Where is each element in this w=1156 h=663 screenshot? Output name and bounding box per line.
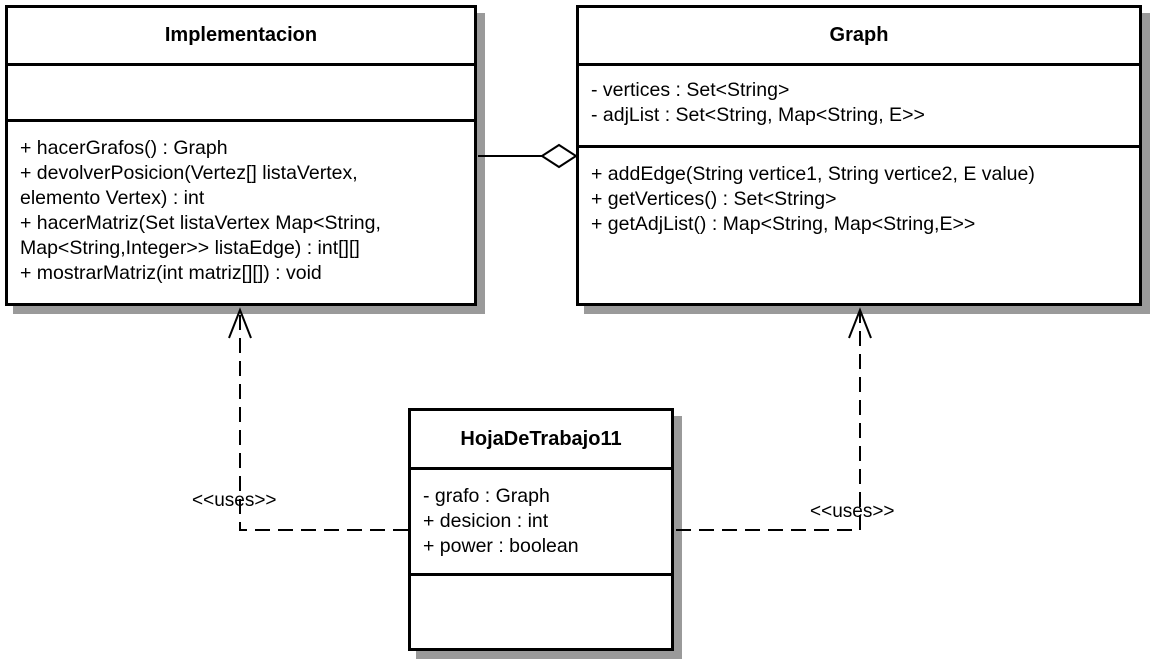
aggregation-diamond-icon bbox=[540, 143, 578, 169]
method: Map<String,Integer>> listaEdge) : int[][… bbox=[20, 237, 360, 259]
uses-label-right: <<uses>> bbox=[810, 501, 895, 522]
class-graph[interactable]: Graph - vertices : Set<String> - adjList… bbox=[576, 5, 1142, 306]
class-name: Implementacion bbox=[8, 8, 474, 66]
methods-section: + addEdge(String vertice1, String vertic… bbox=[579, 148, 1139, 245]
dependency-line-left bbox=[239, 310, 408, 531]
method: + mostrarMatriz(int matriz[][]) : void bbox=[20, 262, 322, 284]
method: + hacerGrafos() : Graph bbox=[20, 137, 228, 159]
method: + getAdjList() : Map<String, Map<String,… bbox=[591, 213, 976, 235]
attributes-section: - grafo : Graph + desicion : int + power… bbox=[411, 470, 671, 576]
class-implementacion[interactable]: Implementacion + hacerGrafos() : Graph +… bbox=[5, 5, 477, 306]
attribute: + desicion : int bbox=[423, 510, 549, 532]
method: + devolverPosicion(Vertez[] listaVertex, bbox=[20, 162, 358, 184]
open-arrow-icon bbox=[228, 307, 252, 339]
attributes-section: - vertices : Set<String> - adjList : Set… bbox=[579, 66, 1139, 148]
open-arrow-icon bbox=[848, 307, 872, 339]
methods-section: + hacerGrafos() : Graph + devolverPosici… bbox=[8, 122, 474, 294]
attribute: - vertices : Set<String> bbox=[591, 79, 790, 101]
uses-label-left: <<uses>> bbox=[192, 490, 277, 511]
attribute: + power : boolean bbox=[423, 535, 579, 557]
dependency-line-right bbox=[676, 310, 861, 531]
attribute: - grafo : Graph bbox=[423, 485, 550, 507]
method: + hacerMatriz(Set listaVertex Map<String… bbox=[20, 212, 381, 234]
attributes-section bbox=[8, 66, 474, 122]
class-name: HojaDeTrabajo11 bbox=[411, 411, 671, 470]
method: + getVertices() : Set<String> bbox=[591, 188, 837, 210]
class-name: Graph bbox=[579, 8, 1139, 66]
class-hojadetrabajo11[interactable]: HojaDeTrabajo11 - grafo : Graph + desici… bbox=[408, 408, 674, 651]
method: elemento Vertex) : int bbox=[20, 187, 205, 209]
method: + addEdge(String vertice1, String vertic… bbox=[591, 163, 1035, 185]
attribute: - adjList : Set<String, Map<String, E>> bbox=[591, 104, 925, 126]
